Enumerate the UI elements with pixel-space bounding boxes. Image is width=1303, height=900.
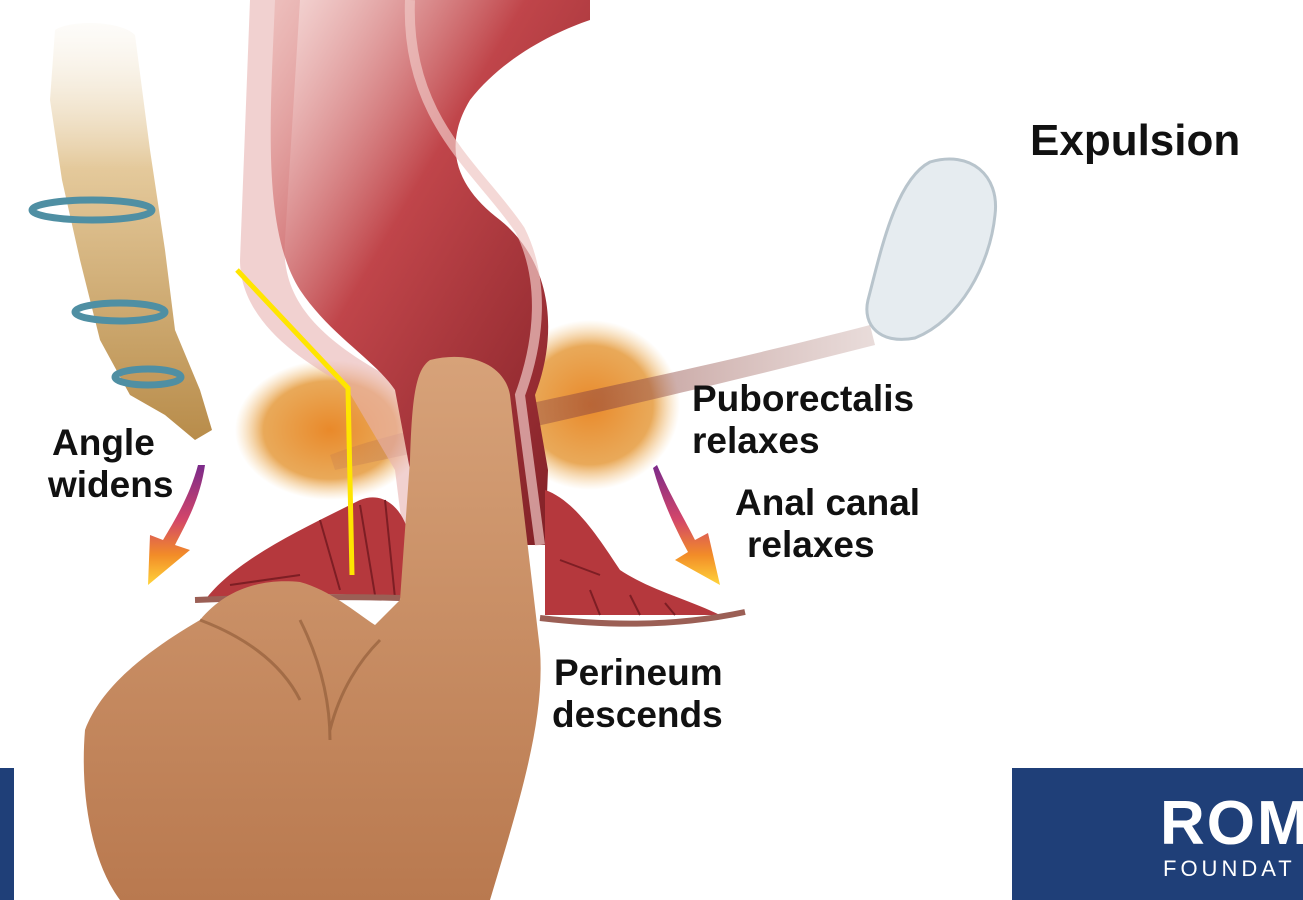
label-angle-line1: Angle: [48, 422, 173, 464]
label-anal-canal-line1: Anal canal: [735, 482, 920, 524]
logo-wordmark: ROM: [1160, 788, 1303, 859]
label-perineum-line1: Perineum: [552, 652, 723, 694]
coccyx: [32, 23, 212, 440]
label-anal-canal-relaxes: Anal canal relaxes: [735, 482, 920, 566]
arrow-anal-canal-relaxes: [653, 465, 720, 585]
label-puborectalis-line2: relaxes: [692, 420, 914, 462]
label-puborectalis-relaxes: Puborectalis relaxes: [692, 378, 914, 462]
slide-title: Expulsion: [1030, 116, 1240, 166]
label-angle-widens: Angle widens: [48, 422, 173, 506]
label-perineum-line2: descends: [552, 694, 723, 736]
label-perineum-descends: Perineum descends: [552, 652, 723, 736]
label-anal-canal-line2: relaxes: [735, 524, 920, 566]
pubic-bone: [867, 159, 996, 339]
label-puborectalis-line1: Puborectalis: [692, 378, 914, 420]
logo-subtitle: FOUNDAT: [1163, 856, 1296, 882]
footer-band-left: [0, 768, 14, 900]
label-angle-line2: widens: [48, 464, 173, 506]
rome-foundation-logo: ROM FOUNDAT: [1012, 768, 1303, 900]
